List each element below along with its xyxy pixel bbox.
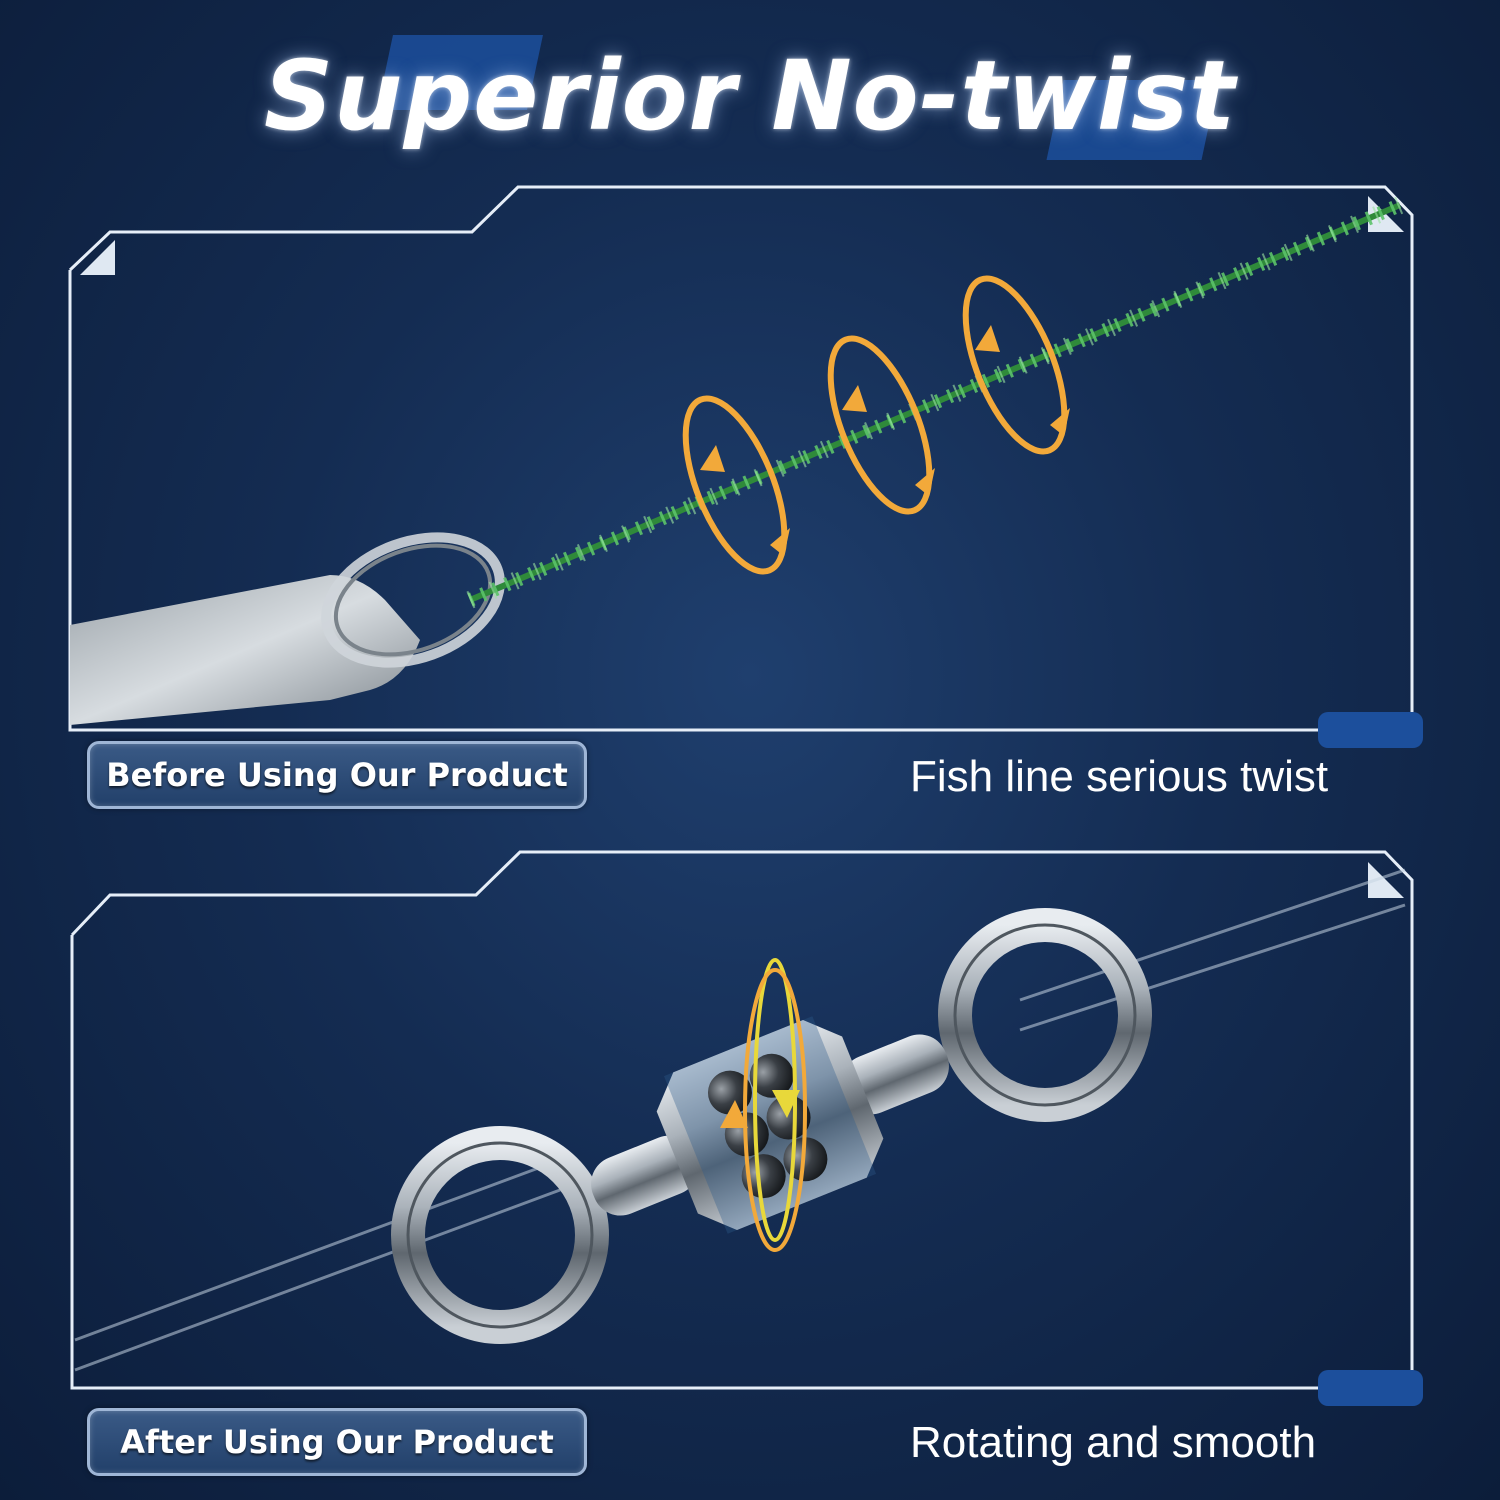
before-badge: Before Using Our Product <box>87 741 587 809</box>
ball-bearing-swivel <box>391 908 1152 1344</box>
twisted-fishing-line <box>466 196 1404 609</box>
before-caption: Fish line serious twist <box>910 752 1329 801</box>
frame-accent-tab <box>1318 1370 1423 1406</box>
rotation-arrow-icon <box>682 395 790 575</box>
lure-illustration <box>70 532 505 725</box>
page-title: Superior No-twist <box>264 40 1236 152</box>
rotation-arrow-icon <box>827 335 935 515</box>
rotation-arrow-icon <box>962 275 1070 455</box>
after-frame <box>70 850 1423 1406</box>
after-badge: After Using Our Product <box>87 1408 587 1476</box>
corner-marker-icon <box>80 240 115 275</box>
corner-marker-icon <box>1368 862 1404 898</box>
frame-accent-tab <box>1318 712 1423 748</box>
swivel-rotation-arrow-icon <box>720 958 807 1252</box>
clear-fishing-line <box>74 868 1406 1372</box>
after-caption: Rotating and smooth <box>910 1418 1317 1467</box>
